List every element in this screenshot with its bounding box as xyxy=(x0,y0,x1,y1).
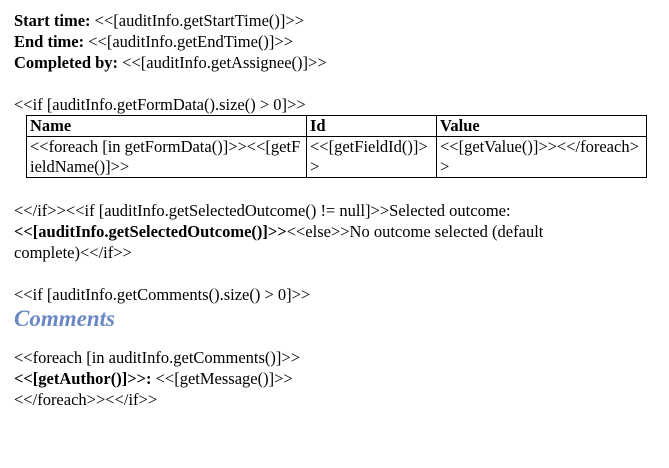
form-data-if: <<if [auditInfo.getFormData().size() > 0… xyxy=(14,95,306,114)
blank-line xyxy=(14,178,654,200)
end-time-line: End time: <<[auditInfo.getEndTime()]>> xyxy=(14,31,654,52)
start-time-line: Start time: <<[auditInfo.getStartTime()]… xyxy=(14,10,654,31)
cell-id: <<[getFieldId()]>> xyxy=(306,136,437,178)
selected-outcome-expression: <<[auditInfo.getSelectedOutcome()]>> xyxy=(14,222,287,241)
comments-if: <<if [auditInfo.getComments().size() > 0… xyxy=(14,285,311,304)
completed-by-label: Completed by: xyxy=(14,53,119,72)
start-time-label: Start time: xyxy=(14,11,91,30)
comments-heading: Comments xyxy=(14,306,115,331)
blank-line xyxy=(14,263,654,284)
cell-value: <<[getValue()]>><</foreach>> xyxy=(436,136,647,178)
table-header-row: Name Id Value xyxy=(26,115,647,137)
completed-by-value: <<[auditInfo.getAssignee()]>> xyxy=(122,53,327,72)
blank-line xyxy=(14,333,654,347)
start-time-value: <<[auditInfo.getStartTime()]>> xyxy=(94,11,305,30)
document-body: Start time: <<[auditInfo.getStartTime()]… xyxy=(14,10,654,410)
outcome-line-3: complete)<</if>> xyxy=(14,243,132,262)
column-header-name: Name xyxy=(26,115,307,137)
comment-author-expression: <<[getAuthor()]>>: xyxy=(14,369,152,388)
comments-end: <</foreach>><</if>> xyxy=(14,390,158,409)
comment-message-expression: <<[getMessage()]>> xyxy=(151,369,293,388)
comments-foreach: <<foreach [in auditInfo.getComments()]>> xyxy=(14,348,301,367)
form-data-table: Name Id Value <<foreach [in getFormData(… xyxy=(26,115,647,178)
outcome-line-1: <</if>><<if [auditInfo.getSelectedOutcom… xyxy=(14,201,511,220)
column-header-id: Id xyxy=(306,115,437,137)
comment-line: <<[getAuthor()]>>: <<[getMessage()]>> xyxy=(14,368,654,389)
end-time-value: <<[auditInfo.getEndTime()]>> xyxy=(88,32,294,51)
outcome-else-text: <<else>>No outcome selected (default xyxy=(286,222,544,241)
blank-line xyxy=(14,73,654,94)
outcome-line-2: <<[auditInfo.getSelectedOutcome()]>><<el… xyxy=(14,221,654,242)
cell-name: <<foreach [in getFormData()]>><<[getFiel… xyxy=(26,136,307,178)
completed-by-line: Completed by: <<[auditInfo.getAssignee()… xyxy=(14,52,654,73)
table-row: <<foreach [in getFormData()]>><<[getFiel… xyxy=(26,136,647,178)
column-header-value: Value xyxy=(436,115,647,137)
end-time-label: End time: xyxy=(14,32,85,51)
